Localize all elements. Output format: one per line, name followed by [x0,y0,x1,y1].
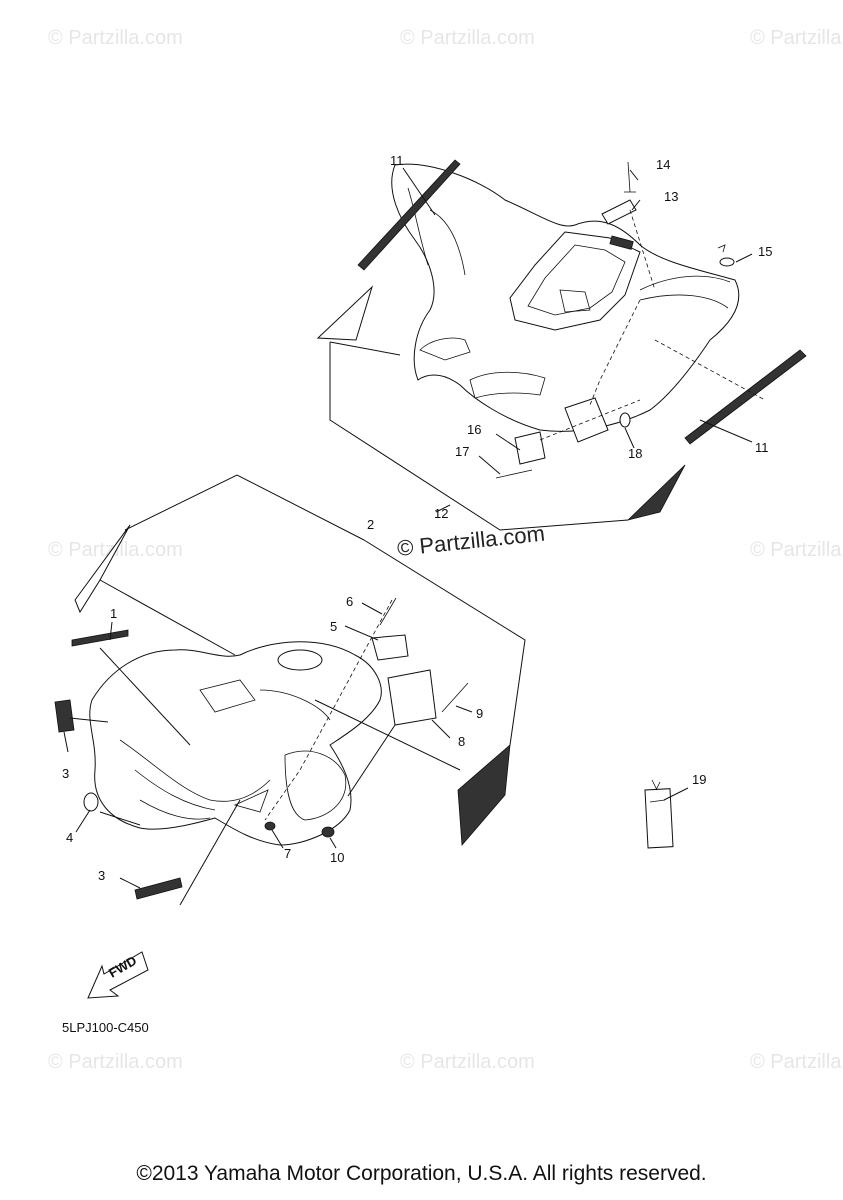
grommet-part [719,257,735,267]
screw-part [495,469,533,479]
emblem-decal [134,877,183,900]
watermark: © Partzilla.com [750,1051,843,1073]
callout-14: 14 [656,157,670,172]
callout-10: 10 [330,850,344,865]
copyright-notice: ©2013 Yamaha Motor Corporation, U.S.A. A… [136,1162,707,1185]
nut-part [321,826,335,838]
watermark: © Partzilla.com [48,27,183,49]
callout-12: 12 [434,506,448,521]
emblem-decal [54,699,75,733]
fwd-arrow-icon: FWD [87,951,149,999]
callout-8: 8 [458,734,465,749]
watermark: © Partzilla.com [750,27,843,49]
screw-part [624,161,636,193]
callout-4: 4 [66,830,73,845]
side-graphic-decal [457,744,511,846]
callout-13: 13 [664,189,678,204]
caution-label [644,788,674,849]
watermark-center: © Partzilla.com [396,521,546,561]
watermark: © Partzilla.com [48,1051,183,1073]
callout-18: 18 [628,446,642,461]
plate-decal [601,199,637,225]
watermark: © Partzilla.com [400,1051,535,1073]
graphic-strip-decal [357,159,461,271]
callout-1: 1 [110,606,117,621]
callout-7: 7 [284,846,291,861]
front-decals [54,524,674,900]
callout-2: 2 [367,517,374,532]
callout-11: 11 [390,153,404,168]
watermark: © Partzilla.com [400,27,535,49]
callout-3: 3 [98,868,105,883]
callout-5: 5 [330,619,337,634]
callout-15: 15 [758,244,772,259]
graphic-strip-decal [684,349,807,445]
screw-part [379,597,397,626]
nut-part [264,821,276,831]
side-panel-decal [626,464,686,521]
callout-9: 9 [476,706,483,721]
callout-16: 16 [467,422,481,437]
callout-6: 6 [346,594,353,609]
side-panel-decal [316,285,374,341]
stripe-decal [71,629,129,647]
rear-fender [391,163,740,443]
callout-19: 19 [692,772,706,787]
plate-decal [514,431,546,465]
callout-17: 17 [455,444,469,459]
plate-decal [371,634,409,661]
callout-3: 3 [62,766,69,781]
diagram-code: 5LPJ100-C450 [62,1020,149,1035]
plate-decal [387,669,437,726]
callout-11: 11 [755,440,769,455]
watermark: © Partzilla.com [750,539,843,561]
rear-decals [316,159,807,521]
reflector-part [83,792,99,812]
grommet-part [619,412,631,428]
screw-part [441,682,469,713]
front-fender [89,641,382,846]
callout-numbers: 1 2 3 3 4 5 6 7 8 9 10 11 11 12 13 14 15… [62,153,772,883]
